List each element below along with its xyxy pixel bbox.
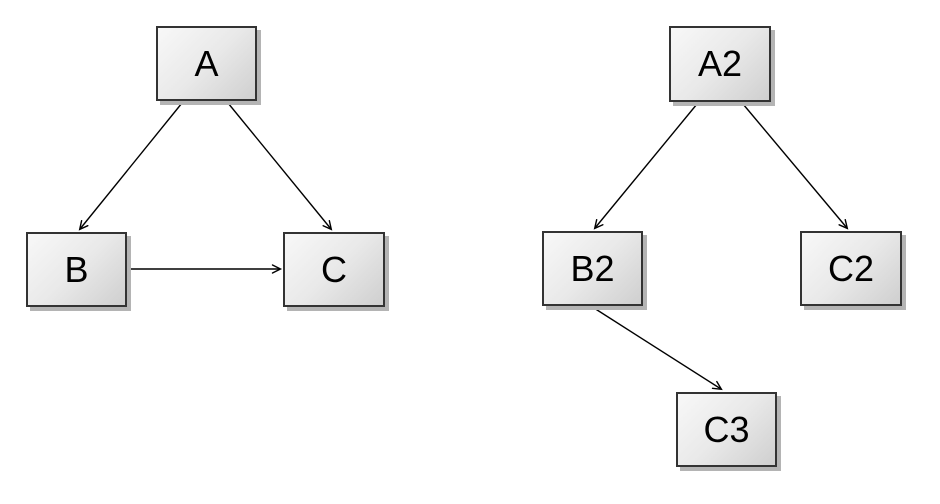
node-B[interactable]: B [26,232,127,307]
node-C2[interactable]: C2 [800,231,902,306]
node-label-A: A [194,42,219,84]
node-A[interactable]: A [156,26,257,101]
node-label-A2: A2 [697,43,743,84]
edge-A2-B2[interactable] [593,103,698,230]
edge-B2-C3[interactable] [593,307,723,391]
node-C3[interactable]: C3 [676,392,777,467]
node-label-C2: C2 [827,247,875,289]
edges-group [78,102,849,391]
edge-A-B[interactable] [78,102,183,231]
node-C[interactable]: C [283,232,385,307]
node-label-B: B [64,248,89,290]
edge-A-C[interactable] [227,102,333,231]
node-B2[interactable]: B2 [542,231,643,306]
node-label-C: C [321,248,347,290]
node-label-C3: C3 [703,408,750,450]
edge-A2-C2[interactable] [742,103,849,230]
node-label-B2: B2 [570,247,615,289]
node-A2[interactable]: A2 [669,26,771,102]
